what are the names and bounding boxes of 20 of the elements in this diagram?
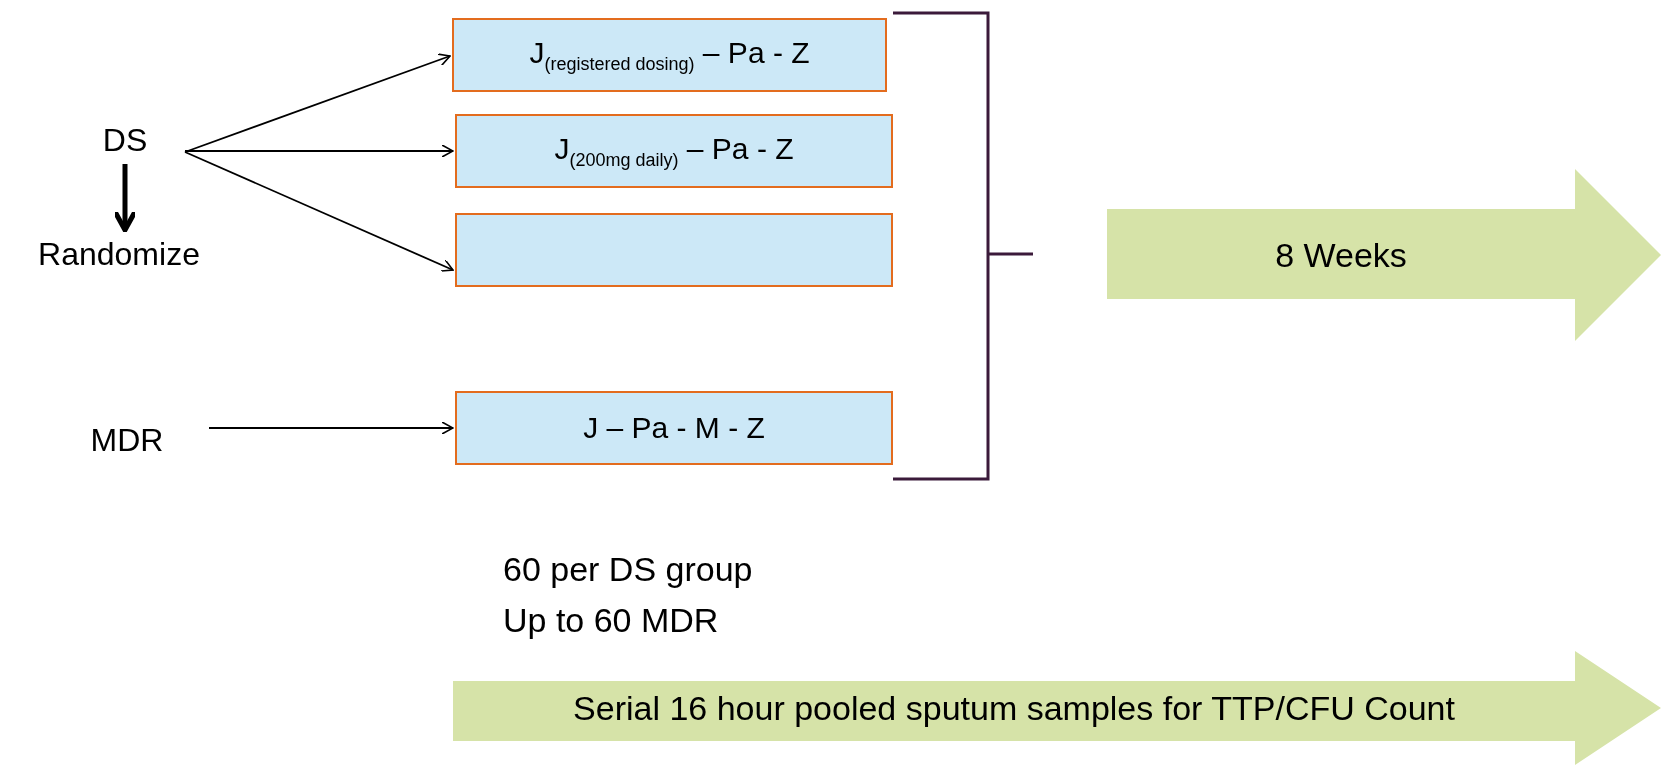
regimen-box <box>455 391 893 465</box>
label-text: DS <box>102 121 148 159</box>
arrow <box>112 164 138 233</box>
note-text: 60 per DS group <box>503 550 753 589</box>
note-text: Up to 60 MDR <box>503 601 719 640</box>
regimen-label: J – Pa - M - Z <box>583 411 765 445</box>
regimen-label: J$_{(200mg daily)}$ – Pa - Z <box>554 131 794 171</box>
regimen-box <box>455 213 893 287</box>
arrow <box>184 151 454 272</box>
regimen-box <box>452 18 887 92</box>
arrow <box>184 144 454 158</box>
duration-arrow <box>1107 169 1661 341</box>
arrow-label: Serial 16 hour pooled sputum samples for TTP/CFU Count <box>572 688 1456 728</box>
label-text: Randomize <box>38 235 200 273</box>
label-text: MDR <box>90 421 164 459</box>
regimen-label: J$_{(registered dosing)}$ – Pa - Z <box>529 35 810 75</box>
arrow-label: 8 Weeks <box>1274 235 1408 275</box>
timeline-arrow <box>453 651 1661 765</box>
arrow <box>208 421 454 435</box>
regimen-box <box>455 114 893 188</box>
